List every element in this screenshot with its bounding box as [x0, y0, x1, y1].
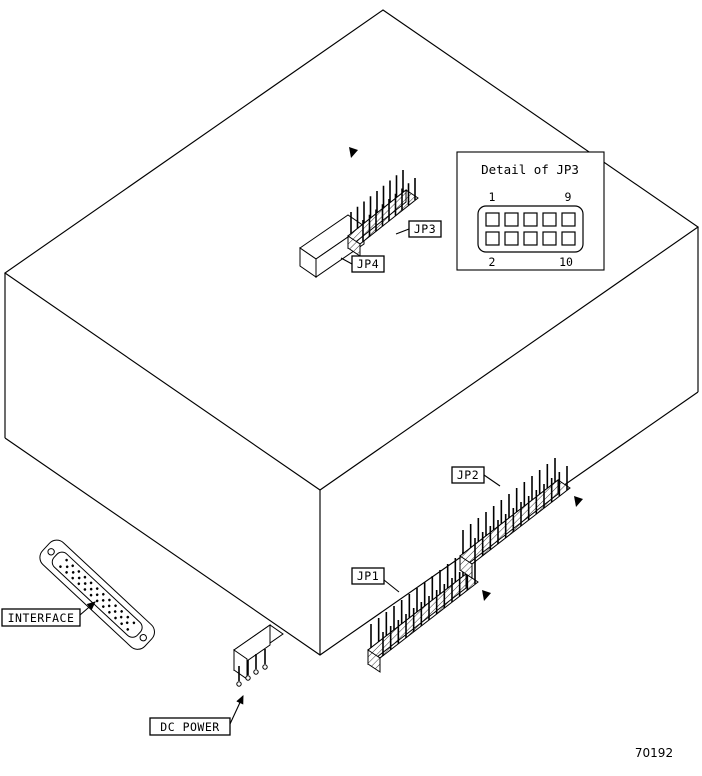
jp3-connector: [347, 147, 419, 257]
detail-pin-10: 10: [559, 255, 573, 269]
jp3-pin1-arrow: [349, 147, 358, 158]
detail-pin-grid: [485, 212, 576, 246]
callout-jp3: JP3: [395, 220, 442, 238]
dc-power-connector: [233, 624, 284, 687]
jp1-connector: [367, 552, 491, 673]
jp1-pin1-arrow: [482, 590, 491, 601]
detail-pin-1: 1: [489, 190, 496, 204]
callout-jp2-label: JP2: [457, 468, 479, 482]
callout-interface-label: INTERFACE: [8, 611, 75, 625]
jp2-pin1-arrow: [574, 496, 583, 507]
callout-interface: INTERFACE: [1, 601, 96, 627]
mounting-hole: [47, 548, 55, 556]
callout-dc-power-label: DC POWER: [160, 720, 219, 734]
figure-number: 70192: [635, 746, 673, 760]
callout-jp2: JP2: [451, 466, 501, 487]
callout-jp3-label: JP3: [414, 222, 436, 236]
callout-jp1-label: JP1: [357, 569, 379, 583]
callout-jp1: JP1: [351, 567, 400, 593]
callout-jp4: JP4: [340, 255, 385, 273]
interface-connector: [39, 539, 155, 650]
detail-inset: Detail of JP3 1 9 2 10: [456, 151, 605, 271]
detail-pin-9: 9: [565, 190, 572, 204]
callout-jp4-label: JP4: [357, 257, 379, 271]
detail-title: Detail of JP3: [481, 162, 579, 177]
mounting-hole: [139, 634, 147, 642]
jp2-connector: [459, 458, 583, 579]
callout-dc-power: DC POWER: [149, 695, 244, 736]
detail-pin-2: 2: [489, 255, 496, 269]
enclosure-wireframe: [3, 9, 700, 656]
